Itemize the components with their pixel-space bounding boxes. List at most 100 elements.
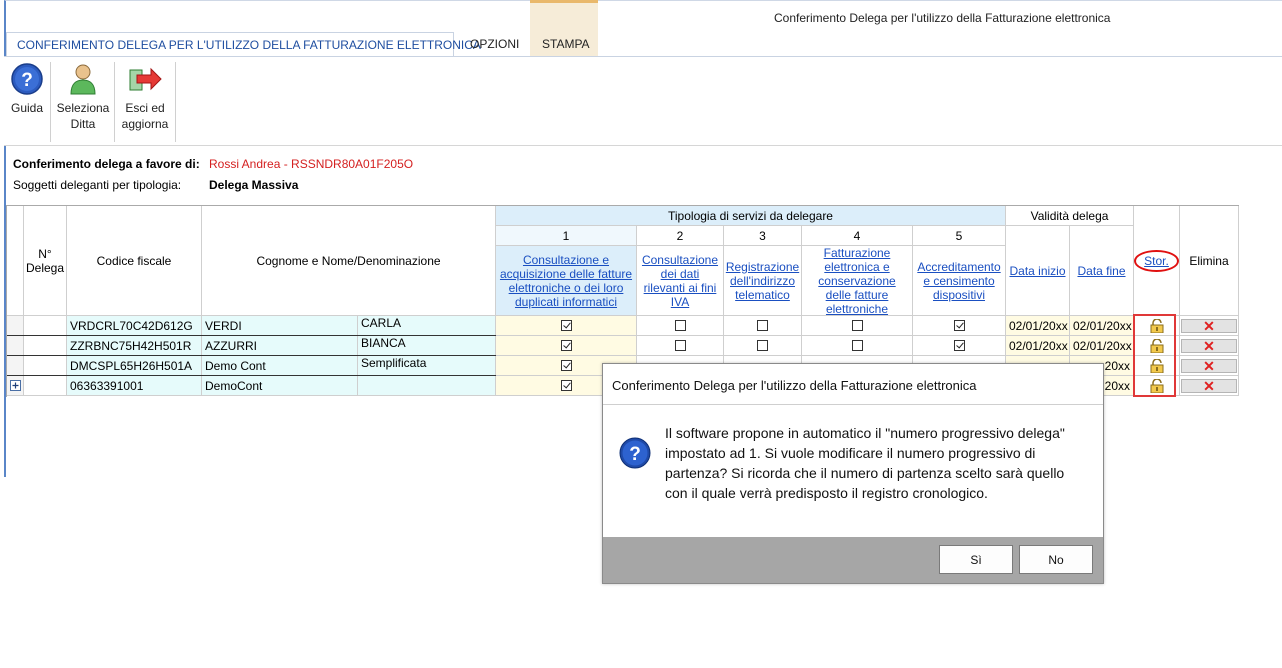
row-nome[interactable]: Semplificata — [358, 356, 496, 376]
service-3-header[interactable]: Registrazione dell'indirizzo telematico — [724, 246, 802, 316]
tab-stampa[interactable]: STAMPA — [542, 37, 590, 51]
row-cognome[interactable]: VERDI — [202, 316, 358, 336]
delega-value: Rossi Andrea - RSSNDR80A01F205O — [209, 157, 414, 171]
row-service-2[interactable] — [637, 316, 724, 336]
stor-highlight-box — [1133, 314, 1176, 397]
expand-plus-icon[interactable] — [9, 380, 21, 391]
guida-button[interactable]: ? Guida — [8, 62, 46, 116]
checkbox-unchecked[interactable] — [851, 320, 863, 331]
row-service-1[interactable] — [496, 376, 637, 396]
no-button[interactable]: No — [1019, 545, 1093, 574]
seleziona-label-1: Seleziona — [56, 101, 110, 115]
row-codice-fiscale[interactable]: ZZRBNC75H42H501R — [67, 336, 202, 356]
row-cognome[interactable]: AZZURRI — [202, 336, 358, 356]
row-data-fine[interactable]: 02/01/20xx — [1070, 316, 1134, 336]
data-fine-link[interactable]: Data fine — [1077, 263, 1126, 278]
row-n-delega[interactable] — [24, 376, 67, 396]
service-5-link[interactable]: Accreditamento e censimento dispositivi — [917, 259, 1001, 302]
row-n-delega[interactable] — [24, 316, 67, 336]
row-data-inizio[interactable]: 02/01/20xx — [1006, 316, 1070, 336]
tab-conferimento[interactable]: CONFERIMENTO DELEGA PER L'UTILIZZO DELLA… — [6, 32, 481, 56]
checkbox-checked[interactable] — [560, 340, 572, 351]
checkbox-checked[interactable] — [560, 380, 572, 391]
row-selector[interactable] — [7, 316, 24, 336]
row-service-3[interactable] — [724, 316, 802, 336]
row-service-1[interactable] — [496, 316, 637, 336]
row-nome[interactable]: BIANCA — [358, 336, 496, 356]
row-cognome[interactable]: Demo Cont — [202, 356, 358, 376]
row-selector[interactable] — [7, 336, 24, 356]
service-1-link[interactable]: Consultazione e acquisizione delle fattu… — [499, 252, 633, 309]
row-selector[interactable] — [7, 356, 24, 376]
row-elimina[interactable]: ✕ — [1180, 336, 1239, 356]
checkbox-checked[interactable] — [560, 360, 572, 371]
question-icon: ? — [619, 437, 651, 469]
svg-text:?: ? — [21, 70, 33, 91]
yes-button[interactable]: Sì — [939, 545, 1013, 574]
delete-x-icon[interactable]: ✕ — [1181, 338, 1237, 353]
svg-text:?: ? — [629, 444, 641, 465]
checkbox-checked[interactable] — [953, 340, 965, 351]
row-elimina[interactable]: ✕ — [1180, 376, 1239, 396]
delete-x-icon[interactable]: ✕ — [1181, 358, 1237, 373]
service-5-header[interactable]: Accreditamento e censimento dispositivi — [913, 246, 1006, 316]
lock-icon[interactable] — [1149, 358, 1165, 373]
checkbox-checked[interactable] — [560, 320, 572, 331]
service-4-header[interactable]: Fatturazione elettronica e conservazione… — [802, 246, 913, 316]
stor-header[interactable]: Stor. — [1134, 206, 1180, 316]
data-inizio-header[interactable]: Data inizio — [1006, 226, 1070, 316]
checkbox-unchecked[interactable] — [757, 340, 768, 351]
row-service-5[interactable] — [913, 336, 1006, 356]
service-2-number: 2 — [637, 226, 724, 246]
ribbon — [4, 56, 1282, 146]
service-2-link[interactable]: Consultazione dei dati rilevanti ai fini… — [641, 252, 719, 309]
data-fine-header[interactable]: Data fine — [1070, 226, 1134, 316]
stor-link[interactable]: Stor. — [1134, 249, 1179, 272]
row-elimina[interactable]: ✕ — [1180, 316, 1239, 336]
row-stor[interactable] — [1134, 356, 1180, 376]
row-stor[interactable] — [1134, 336, 1180, 356]
row-nome[interactable] — [358, 376, 496, 396]
service-3-link[interactable]: Registrazione dell'indirizzo telematico — [725, 259, 800, 302]
seleziona-ditta-button[interactable]: Seleziona Ditta — [55, 62, 111, 132]
row-codice-fiscale[interactable]: VRDCRL70C42D612G — [67, 316, 202, 336]
checkbox-unchecked[interactable] — [757, 320, 768, 331]
row-service-5[interactable] — [913, 316, 1006, 336]
row-stor[interactable] — [1134, 316, 1180, 336]
service-2-header[interactable]: Consultazione dei dati rilevanti ai fini… — [637, 246, 724, 316]
row-n-delega[interactable] — [24, 336, 67, 356]
esci-aggiorna-button[interactable]: Esci ed aggiorna — [119, 62, 171, 132]
checkbox-unchecked[interactable] — [674, 340, 686, 351]
n-delega-header-line2: Delega — [25, 260, 65, 275]
row-cognome[interactable]: DemoCont — [202, 376, 358, 396]
checkbox-unchecked[interactable] — [674, 320, 686, 331]
delete-x-icon[interactable]: ✕ — [1181, 318, 1237, 333]
row-codice-fiscale[interactable]: DMCSPL65H26H501A — [67, 356, 202, 376]
checkbox-unchecked[interactable] — [851, 340, 863, 351]
row-service-1[interactable] — [496, 356, 637, 376]
row-n-delega[interactable] — [24, 356, 67, 376]
lock-icon[interactable] — [1149, 378, 1165, 393]
row-data-inizio[interactable]: 02/01/20xx — [1006, 336, 1070, 356]
row-service-4[interactable] — [802, 336, 913, 356]
row-elimina[interactable]: ✕ — [1180, 356, 1239, 376]
row-codice-fiscale[interactable]: 06363391001 — [67, 376, 202, 396]
row-service-2[interactable] — [637, 336, 724, 356]
row-expand[interactable] — [7, 376, 24, 396]
delete-x-icon[interactable]: ✕ — [1181, 378, 1237, 393]
data-inizio-link[interactable]: Data inizio — [1009, 263, 1066, 278]
row-service-3[interactable] — [724, 336, 802, 356]
row-divider — [7, 375, 496, 376]
n-delega-header-line1: N° — [38, 246, 52, 261]
lock-icon[interactable] — [1149, 318, 1165, 333]
row-service-1[interactable] — [496, 336, 637, 356]
service-1-header[interactable]: Consultazione e acquisizione delle fattu… — [496, 246, 637, 316]
lock-icon[interactable] — [1149, 338, 1165, 353]
row-service-4[interactable] — [802, 316, 913, 336]
service-4-link[interactable]: Fatturazione elettronica e conservazione… — [818, 245, 896, 316]
checkbox-checked[interactable] — [953, 320, 965, 331]
row-nome[interactable]: CARLA — [358, 316, 496, 336]
row-data-fine[interactable]: 02/01/20xx — [1070, 336, 1134, 356]
delega-label: Conferimento delega a favore di: — [13, 157, 200, 171]
tab-opzioni[interactable]: OPZIONI — [470, 37, 520, 51]
